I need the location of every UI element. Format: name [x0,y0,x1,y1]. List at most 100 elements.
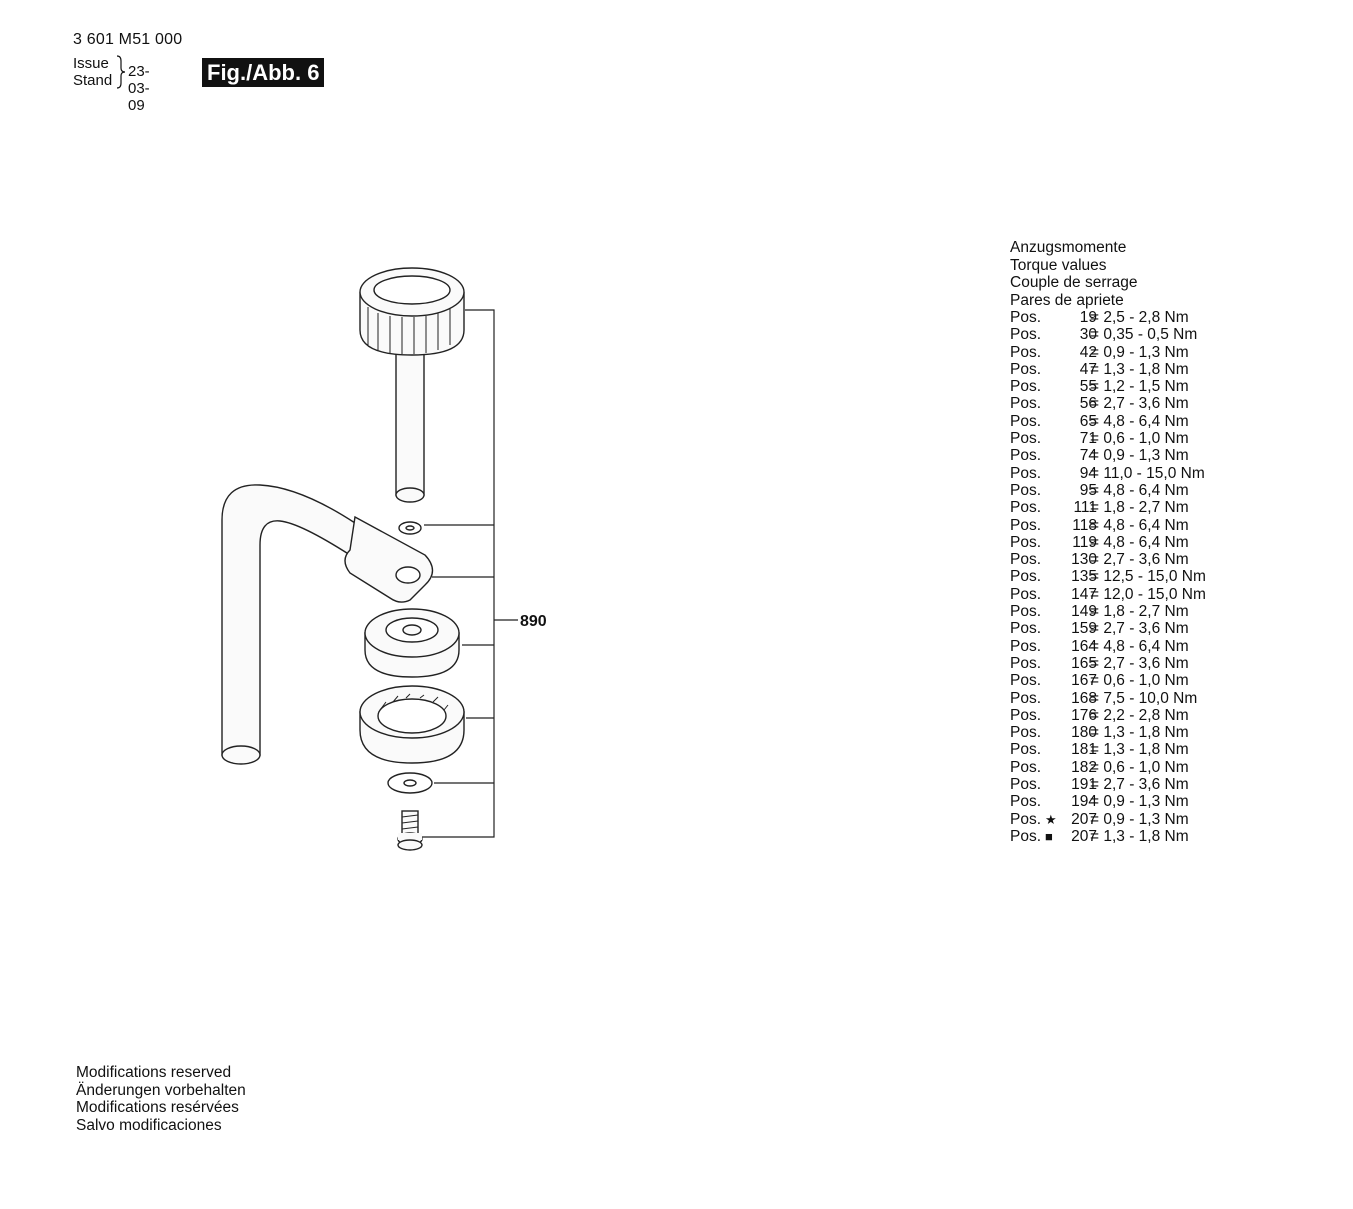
torque-row: Pos. 71= 0,6 - 1,0 Nm [1010,430,1189,448]
torque-value: = 1,2 - 1,5 Nm [1090,378,1189,396]
torque-position-number: 119 [1072,533,1097,551]
notice-line-fr: Modifications resérvées [76,1099,239,1116]
torque-value: = 2,7 - 3,6 Nm [1090,551,1189,569]
torque-row: Pos. 194= 0,9 - 1,3 Nm [1010,793,1189,811]
torque-heading-en: Torque values [1010,256,1107,274]
torque-row: Pos.47= 1,3 - 1,8 Nm [1010,360,1189,378]
torque-row: Pos.130= 2,7 - 3,6 Nm [1010,551,1189,568]
torque-value: = 2,5 - 2,8 Nm [1090,309,1189,326]
torque-pos-label: Pos. [1010,309,1042,326]
torque-value: = 1,3 - 1,8 Nm [1090,741,1189,759]
torque-position-number: 180 [1071,724,1097,742]
torque-pos-label: Pos. [1010,378,1042,396]
torque-position-number: 30 [1079,326,1097,344]
exploded-view-diagram: 890 [221,267,547,851]
torque-heading-es: Pares de apriete [1010,291,1124,309]
torque-row: Pos.42= 0,9 - 1,3 Nm [1010,343,1189,361]
torque-value: = 4,8 - 6,4 Nm [1090,637,1189,655]
torque-value: = 1,3 - 1,8 Nm [1090,827,1189,845]
torque-position-number: 167 [1071,672,1097,690]
bent-rod-arm-part [221,484,434,765]
torque-pos-label: Pos. [1010,706,1042,724]
collar-part [364,608,460,678]
assembly-number-label: 890 [520,613,547,630]
torque-row: Pos.55= 1,2 - 1,5 Nm [1010,378,1189,396]
torque-pos-label: Pos. [1010,689,1042,707]
issue-label: Issue [73,55,109,72]
torque-value: = 0,9 - 1,3 Nm [1090,793,1189,811]
torque-position-number: 207 [1071,827,1097,845]
torque-pos-label: Pos. [1010,568,1042,586]
torque-marker-icon: ★ [1045,811,1057,827]
torque-pos-label: Pos. [1010,360,1042,378]
torque-position-number: 71 [1079,430,1097,448]
torque-value: = 0,9 - 1,3 Nm [1090,343,1189,361]
torque-value: = 2,7 - 3,6 Nm [1090,776,1189,794]
torque-position-number: 191 [1071,776,1097,794]
torque-position-number: 168 [1071,689,1097,707]
torque-value: = 0,6 - 1,0 Nm [1090,430,1189,448]
torque-position-number: 94 [1079,464,1097,482]
screw-part [397,810,423,851]
torque-pos-label: Pos. [1010,447,1042,465]
torque-pos-label: Pos. [1010,430,1042,448]
torque-heading-de: Anzugsmomente [1010,239,1127,256]
torque-row: Pos.65= 4,8 - 6,4 Nm [1010,412,1189,430]
torque-row: Pos. 30= 0,35 - 0,5 Nm [1010,326,1197,344]
torque-value: = 2,7 - 3,6 Nm [1090,654,1189,672]
notice-line-es: Salvo modificaciones [76,1116,222,1134]
torque-position-number: 65 [1079,412,1097,430]
torque-pos-label: Pos. [1010,810,1042,828]
notice-line-de: Änderungen vorbehalten [76,1081,246,1099]
torque-rows: Pos. 19= 2,5 - 2,8 Nm Pos. 30= 0,35 - 0,5 N… [1010,309,1206,845]
torque-position-number: 176 [1071,706,1097,724]
torque-row: Pos.176= 2,2 - 2,8 Nm [1010,706,1189,724]
torque-position-number: 165 [1071,654,1097,672]
torque-value: = 0,9 - 1,3 Nm [1090,810,1189,828]
torque-values-table: Anzugsmomente Torque values Couple de se… [1010,239,1206,845]
torque-row: Pos.56= 2,7 - 3,6 Nm [1010,395,1189,413]
torque-row: Pos. 191= 2,7 - 3,6 Nm [1010,776,1189,794]
torque-position-number: 56 [1079,395,1097,413]
torque-pos-label: Pos. [1010,776,1042,794]
torque-row: Pos.147= 12,0 - 15,0 Nm [1010,585,1206,603]
torque-pos-label: Pos. [1010,672,1042,690]
torque-position-number: 164 [1071,637,1097,655]
torque-pos-label: Pos. [1010,603,1042,621]
torque-position-number: 207 [1071,810,1097,828]
torque-pos-label: Pos. [1010,343,1042,361]
torque-value: = 4,8 - 6,4 Nm [1090,481,1189,499]
torque-pos-label: Pos. [1010,326,1042,344]
torque-pos-label: Pos. [1010,827,1042,845]
notice-line-en: Modifications reserved [76,1064,232,1081]
torque-pos-label: Pos. [1010,585,1042,603]
torque-position-number: 111 [1073,499,1097,517]
torque-row: Pos.94= 11,0 - 15,0 Nm [1010,464,1205,482]
torque-value: = 4,8 - 6,4 Nm [1090,533,1189,551]
torque-pos-label: Pos. [1010,516,1042,534]
torque-row: Pos. 181= 1,3 - 1,8 Nm [1010,741,1189,759]
torque-row: Pos.111= 1,8 - 2,7 Nm [1010,499,1189,517]
torque-row: Pos.118= 4,8 - 6,4 Nm [1010,516,1189,534]
torque-row: Pos. 19= 2,5 - 2,8 Nm [1010,309,1189,326]
torque-position-number: 181 [1071,741,1097,759]
torque-position-number: 19 [1079,309,1097,326]
modifications-notice: Modifications reserved Änderungen vorbeh… [76,1064,246,1134]
torque-value: = 4,8 - 6,4 Nm [1090,516,1189,534]
torque-value: = 0,35 - 0,5 Nm [1090,326,1198,344]
torque-pos-label: Pos. [1010,464,1042,482]
toothed-ring-part [359,685,465,764]
torque-value: = 1,3 - 1,8 Nm [1090,724,1189,742]
torque-row: Pos.180= 1,3 - 1,8 Nm [1010,724,1189,742]
torque-position-number: 74 [1079,447,1097,465]
torque-value: = 1,8 - 2,7 Nm [1090,499,1189,517]
torque-pos-label: Pos. [1010,741,1042,759]
torque-position-number: 194 [1071,793,1097,811]
assembly-bracket [422,309,518,838]
torque-pos-label: Pos. [1010,793,1042,811]
torque-position-number: 135 [1071,568,1097,586]
torque-row: Pos.119= 4,8 - 6,4 Nm [1010,533,1189,551]
torque-row: Pos.167= 0,6 - 1,0 Nm [1010,672,1189,690]
torque-row: Pos.74= 0,9 - 1,3 Nm [1010,447,1189,465]
torque-pos-label: Pos. [1010,481,1042,499]
